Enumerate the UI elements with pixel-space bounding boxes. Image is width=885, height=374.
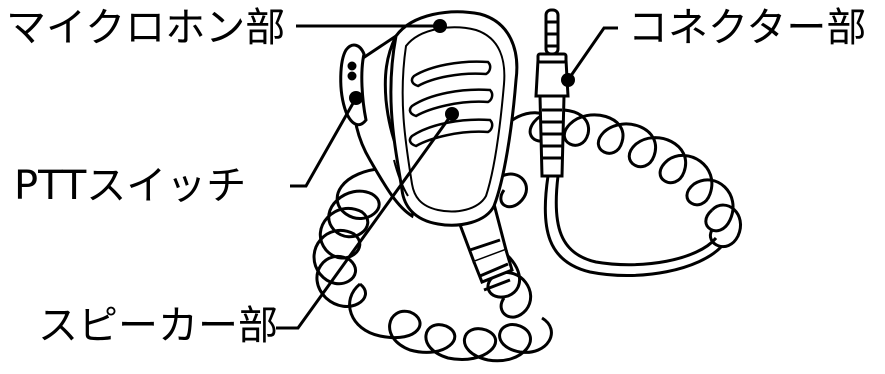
speaker-label: スピーカー部	[38, 302, 278, 350]
connector-plug	[536, 10, 568, 176]
cable-coil	[501, 174, 527, 207]
callout-dot-speaker	[445, 107, 459, 121]
leader-line-connector	[568, 28, 618, 80]
connector-label: コネクター部	[628, 4, 866, 52]
side-button	[349, 63, 355, 69]
cable-cord	[545, 176, 722, 276]
callout-dot-connector	[561, 73, 575, 87]
side-button	[349, 73, 355, 79]
cable-cord	[556, 176, 716, 265]
ptt-switch	[341, 45, 366, 125]
microphone-label: マイクロホン部	[6, 4, 285, 52]
callout-dot-ptt	[349, 91, 363, 105]
cable-coil	[314, 168, 388, 306]
cable-coil	[350, 284, 552, 361]
ptt-switch-label: PTTスイッチ	[14, 162, 246, 210]
cable-coil	[502, 110, 733, 231]
callout-dot-microphone	[433, 19, 447, 33]
